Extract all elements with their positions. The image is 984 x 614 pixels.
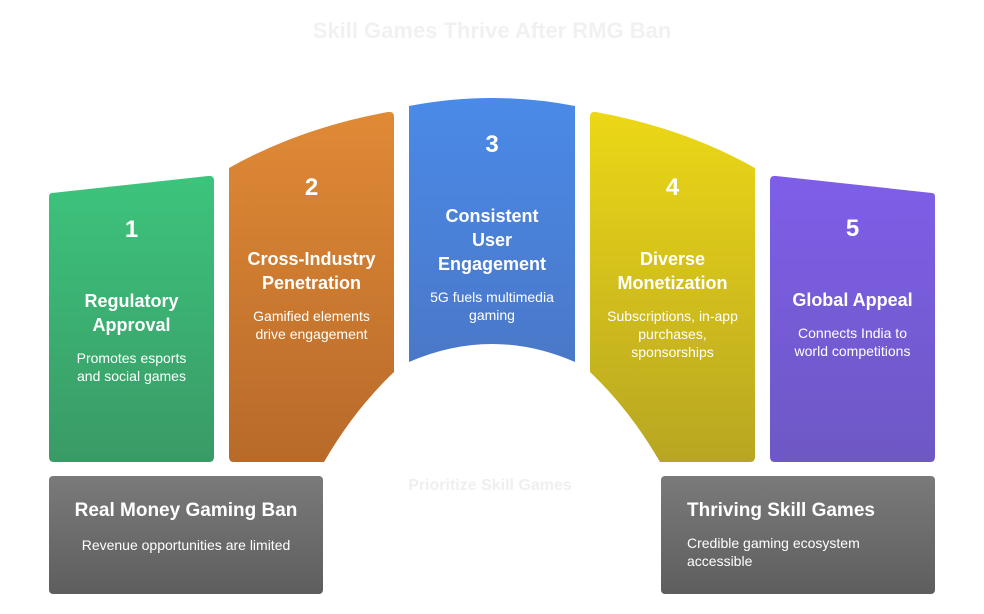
column-3: 3 Consistent User Engagement 5G fuels mu… (409, 131, 575, 324)
right-box-shape (661, 476, 935, 594)
column-5-number: 5 (845, 215, 860, 242)
column-4-description: Subscriptions, in-app purchases, sponsor… (607, 308, 738, 360)
column-3-heading: Consistent User Engagement (437, 206, 547, 274)
column-1-heading: Regulatory Approval (84, 291, 179, 335)
column-5-shape (770, 175, 935, 462)
column-1-description: Promotes esports and social games (76, 350, 187, 384)
column-5-description: Connects India to world competitions (794, 325, 911, 359)
column-3-number: 3 (485, 131, 499, 158)
column-2-description: Gamified elements drive engagement (253, 308, 370, 342)
column-4-number: 4 (665, 174, 680, 201)
column-3-shape (409, 98, 575, 362)
column-1-number: 1 (124, 216, 139, 243)
left-box-description: Revenue opportunities are limited (81, 537, 291, 553)
column-4-shape (590, 111, 755, 462)
column-5-heading: Global Appeal (792, 290, 913, 310)
column-4-heading: Diverse Monetization (617, 249, 728, 293)
column-2: 2 Cross-Industry Penetration Gamified el… (229, 174, 394, 343)
column-2-shape (229, 111, 394, 462)
diagram-title: Skill Games Thrive After RMG Ban (312, 18, 672, 43)
column-2-heading: Cross-Industry Penetration (247, 249, 376, 293)
left-box-shape (49, 476, 323, 594)
left-box: Real Money Gaming Ban Revenue opportunit… (49, 476, 323, 594)
column-1-shape (49, 175, 214, 462)
center-label: Prioritize Skill Games (408, 477, 572, 494)
column-3-description: 5G fuels multimedia gaming (430, 289, 554, 323)
column-4: 4 Diverse Monetization Subscriptions, in… (590, 174, 755, 361)
left-box-heading: Real Money Gaming Ban (74, 500, 298, 521)
right-box-heading: Thriving Skill Games (687, 500, 875, 521)
column-1: 1 Regulatory Approval Promotes esports a… (49, 216, 214, 385)
column-2-number: 2 (304, 174, 319, 201)
column-5: 5 Global Appeal Connects India to world … (770, 215, 935, 360)
right-box-description: Credible gaming ecosystem accessible (687, 535, 860, 569)
right-box: Thriving Skill Games Credible gaming eco… (661, 476, 935, 594)
